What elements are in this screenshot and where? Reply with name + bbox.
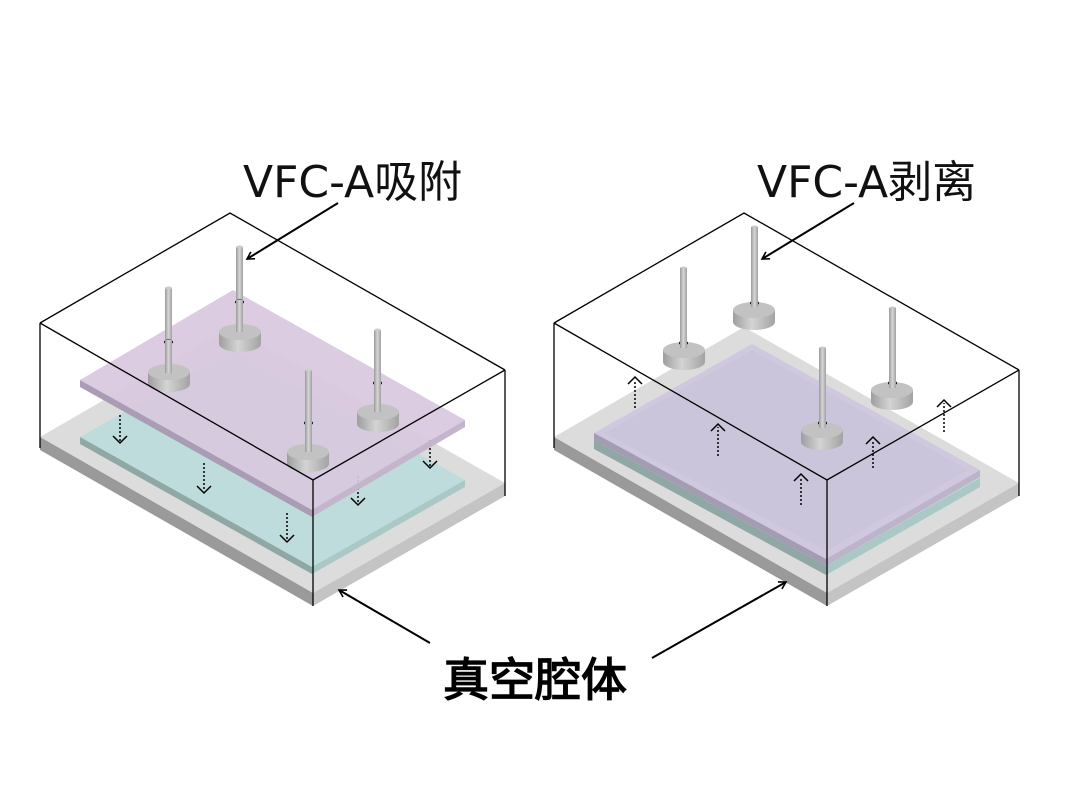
suction-cup [663, 266, 705, 370]
suction-cup [148, 286, 190, 392]
suction-cup [871, 306, 913, 410]
right-panel-peeling [553, 212, 1020, 606]
suction-cup [801, 346, 843, 450]
up-arrows [627, 375, 952, 505]
vacuum-chamber-outline [39, 212, 506, 606]
upper-film [80, 290, 465, 517]
callout-arrow-right-title [760, 202, 855, 260]
down-arrow [196, 463, 212, 495]
callout-arrow-left-chamber [337, 589, 431, 644]
left-title-label: VFC-A吸附 [243, 157, 463, 208]
up-arrow [793, 472, 809, 505]
upper-film [594, 344, 980, 566]
up-arrow [627, 375, 643, 408]
suction-cup [219, 245, 261, 352]
suction-cup [357, 328, 399, 432]
up-arrow [936, 398, 952, 432]
left-panel-adsorption [39, 212, 506, 606]
down-arrow [112, 415, 128, 445]
callout-arrow-right-chamber [651, 581, 788, 659]
vacuum-chamber-label: 真空腔体 [443, 653, 627, 707]
suction-cup [733, 225, 775, 330]
up-arrow [710, 422, 726, 456]
callout-arrow-left-title [245, 202, 339, 260]
callout-arrows [245, 202, 855, 659]
right-title-label: VFC-A剥离 [757, 157, 977, 208]
down-arrow [279, 513, 295, 544]
suction-cup [287, 368, 329, 472]
vacuum-chamber-outline [553, 212, 1020, 606]
